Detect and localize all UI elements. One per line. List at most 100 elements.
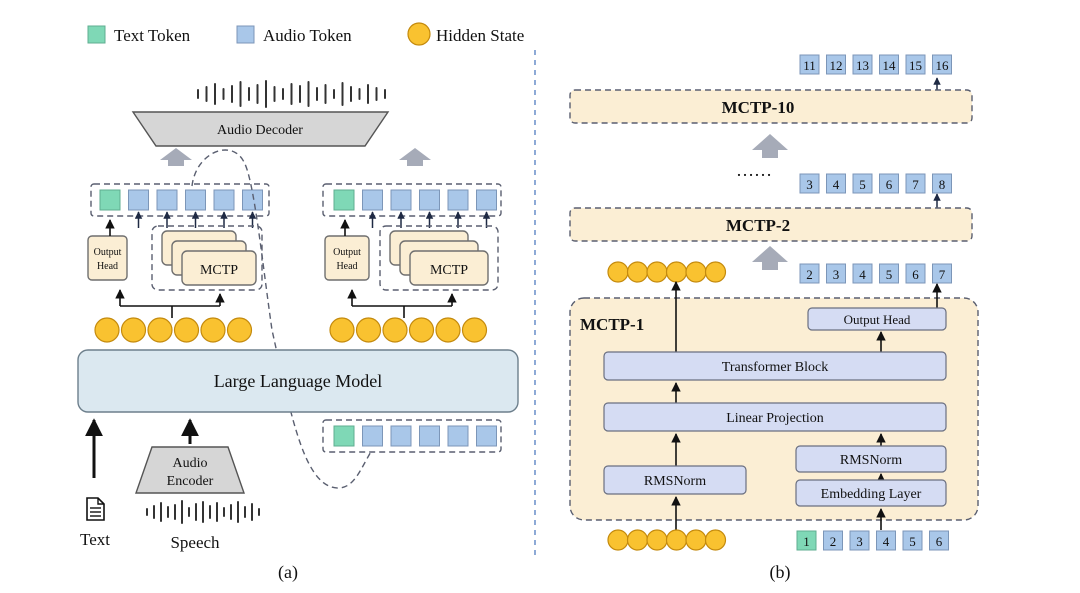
numbered-token-label: 2 xyxy=(806,267,813,282)
output-head-left: Output Head xyxy=(87,235,128,281)
audio-token xyxy=(390,189,412,211)
numbered-token xyxy=(905,173,926,194)
mctp2-label: MCTP-2 xyxy=(726,216,790,235)
hidden-state-branch-left xyxy=(115,289,225,318)
rmsnorm-left-block xyxy=(603,465,747,495)
token-row-frame-bottom xyxy=(322,419,502,453)
mctp-stack-right: MCTP xyxy=(389,230,489,286)
numbered-token xyxy=(905,54,926,75)
numbered-token-label: 2 xyxy=(830,534,837,549)
numbered-token xyxy=(799,263,820,284)
numbered-token xyxy=(879,173,899,194)
output-head-block xyxy=(807,307,947,331)
numbered-token xyxy=(849,530,870,551)
numbered-token-label: 3 xyxy=(856,534,863,549)
numbered-token-label: 5 xyxy=(859,177,866,192)
numbered-token xyxy=(852,54,873,75)
numbered-token xyxy=(932,173,952,194)
output-head-right-line2: Head xyxy=(336,261,357,272)
numbered-token-label: 7 xyxy=(939,267,946,282)
panel-b-caption: (b) xyxy=(770,562,791,583)
text-input-label: Text xyxy=(80,530,110,549)
hidden-state xyxy=(665,529,688,551)
mctp-left-label: MCTP xyxy=(200,263,238,278)
linear-projection-block xyxy=(603,402,947,432)
mctp2-block xyxy=(569,207,973,242)
hidden-state xyxy=(382,317,408,343)
numbered-token xyxy=(852,263,873,284)
numbered-token xyxy=(826,54,846,75)
legend-audio-token-label: Audio Token xyxy=(263,26,352,45)
llm-block xyxy=(77,349,519,413)
panel-a-caption: (a) xyxy=(278,562,298,583)
transformer-block-label: Transformer Block xyxy=(722,360,828,375)
hidden-state xyxy=(94,317,120,343)
numbered-token-label: 5 xyxy=(909,534,916,549)
rmsnorm-right-block xyxy=(795,445,947,473)
hidden-state xyxy=(173,317,200,343)
output-head-left-line1: Output xyxy=(94,247,122,258)
rmsnorm-left-label: RMSNorm xyxy=(644,474,706,489)
numbered-token xyxy=(823,530,843,551)
mctp1-to-mctp2-arrow xyxy=(752,246,788,270)
hidden-state xyxy=(685,261,707,283)
hidden-states-mctp1-output xyxy=(607,261,727,283)
transformer-block xyxy=(603,351,947,381)
numbered-token xyxy=(799,54,820,75)
mctp1-label: MCTP-1 xyxy=(580,315,644,334)
audio-token xyxy=(476,189,497,211)
audio-token xyxy=(390,425,412,447)
text-token xyxy=(99,189,121,211)
numbered-token-label: 16 xyxy=(936,58,950,73)
speech-input-label: Speech xyxy=(170,533,220,552)
numbered-token xyxy=(876,530,896,551)
audio-decoder-block xyxy=(131,111,390,147)
hidden-state xyxy=(461,317,488,343)
numbered-token-label: 4 xyxy=(883,534,890,549)
numbered-token-label: 4 xyxy=(833,177,840,192)
numbered-token xyxy=(826,173,846,194)
hidden-state xyxy=(607,529,629,551)
numbered-token xyxy=(905,263,926,284)
hidden-state xyxy=(646,261,668,283)
legend-hidden-state-label: Hidden State xyxy=(436,26,524,45)
audio-token xyxy=(185,189,206,211)
numbered-token xyxy=(902,530,923,551)
output-head-right: Output Head xyxy=(324,235,370,281)
audio-token xyxy=(128,189,149,211)
numbered-token-label: 6 xyxy=(936,534,943,549)
numbered-token-label: 5 xyxy=(886,267,893,282)
ellipsis: …… xyxy=(736,160,772,180)
mctp-stack-left: MCTP xyxy=(161,230,257,286)
token-row-frame-right xyxy=(322,183,502,217)
audio-token xyxy=(213,189,235,211)
hidden-state xyxy=(626,261,649,283)
hidden-state xyxy=(665,261,688,283)
hidden-state xyxy=(607,261,629,283)
audio-token xyxy=(419,189,440,211)
mctp2-to-mctp10-arrow xyxy=(752,134,788,158)
numbered-token xyxy=(852,173,873,194)
output-head-label: Output Head xyxy=(844,312,911,327)
hidden-state xyxy=(200,317,226,343)
audio-token xyxy=(447,189,469,211)
output-head-right-line1: Output xyxy=(333,247,361,258)
decoder-input-arrow-left xyxy=(160,148,192,166)
mctp10-block xyxy=(569,89,973,124)
hidden-state xyxy=(355,317,382,343)
embedding-layer-block xyxy=(795,479,947,507)
token-row-right xyxy=(333,189,497,211)
audio-decoder-label: Audio Decoder xyxy=(217,123,303,138)
audio-encoder-label-line2: Encoder xyxy=(167,474,214,489)
mctp-right-label: MCTP xyxy=(430,263,468,278)
numbered-token xyxy=(799,173,820,194)
numbered-token xyxy=(929,530,949,551)
document-icon xyxy=(86,497,105,521)
numbered-token-label: 6 xyxy=(912,267,919,282)
numbered-token-label: 4 xyxy=(859,267,866,282)
